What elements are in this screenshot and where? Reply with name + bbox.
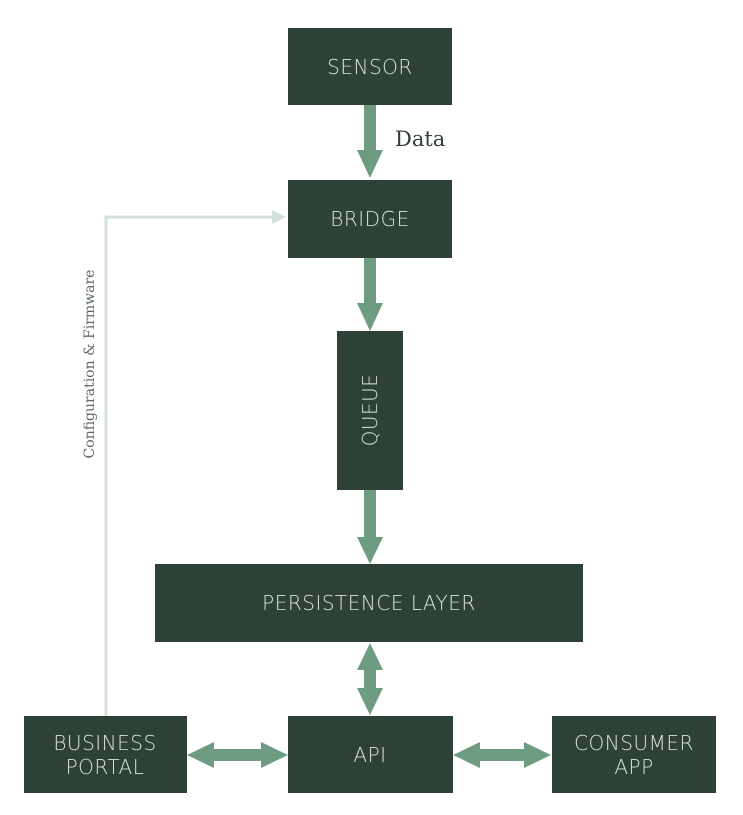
data-arrow-head (357, 150, 383, 178)
arrow-shaft (364, 490, 376, 538)
config-firmware-connector: Configuration & Firmware (82, 210, 286, 716)
data-arrow-shaft (364, 105, 376, 151)
config-firmware-label: Configuration & Firmware (82, 270, 98, 459)
bridge-label: BRIDGE (330, 207, 409, 231)
arrow-head (357, 303, 383, 331)
config-firmware-line (104, 215, 274, 716)
arrow-head-left (453, 742, 480, 768)
arrow-head-up (357, 643, 383, 670)
arrow-head-right (261, 742, 288, 768)
arrow-head-down (357, 688, 383, 715)
business-portal-label-line2: PORTAL (66, 755, 145, 779)
consumer-app-node: CONSUMER APP (552, 716, 716, 793)
arrow-head (357, 537, 383, 564)
config-firmware-arrowhead (272, 210, 286, 224)
arrow-head-left (187, 742, 214, 768)
persistence-api-arrow (357, 643, 383, 715)
arrow-shaft (364, 669, 376, 689)
business-portal-node: BUSINESS PORTAL (24, 716, 187, 793)
portal-api-arrow (187, 742, 288, 768)
api-node: API (288, 716, 453, 793)
arrow-shaft (479, 749, 525, 761)
queue-to-persistence-arrow (357, 490, 383, 564)
data-arrow: Data (357, 105, 445, 178)
consumer-app-label-line2: APP (614, 755, 653, 779)
data-label: Data (395, 127, 445, 151)
queue-node: QUEUE (337, 331, 403, 490)
business-portal-label-line1: BUSINESS (53, 731, 156, 755)
bridge-node: BRIDGE (288, 180, 452, 258)
persistence-layer-label: PERSISTENCE LAYER (262, 591, 476, 615)
arrow-shaft (364, 258, 376, 304)
api-consumer-arrow (453, 742, 551, 768)
bridge-to-queue-arrow (357, 258, 383, 331)
sensor-label: SENSOR (327, 55, 413, 79)
arrow-head-right (524, 742, 551, 768)
sensor-node: SENSOR (288, 28, 452, 105)
consumer-app-label-line1: CONSUMER (574, 731, 694, 755)
persistence-layer-node: PERSISTENCE LAYER (155, 564, 583, 642)
arrow-shaft (213, 749, 262, 761)
queue-label: QUEUE (358, 374, 382, 447)
api-label: API (353, 743, 386, 767)
